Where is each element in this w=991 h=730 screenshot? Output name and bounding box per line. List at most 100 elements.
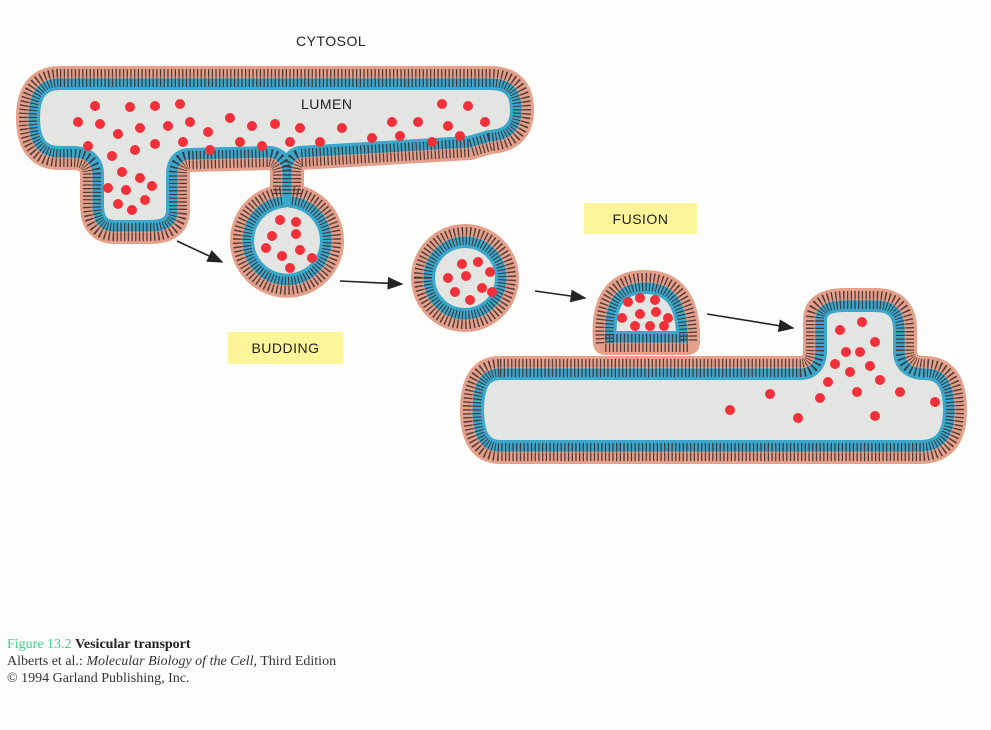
cargo-molecule [178,137,188,147]
cargo-molecule [295,123,305,133]
figure-title: Vesicular transport [75,637,191,652]
cargo-molecule [450,287,460,297]
donor-compartment-membrane [16,66,534,298]
cargo-molecule [307,253,317,263]
cargo-molecule [630,321,640,331]
cargo-molecule [443,273,453,283]
cargo-molecule [463,101,473,111]
cargo-molecule [465,295,475,305]
arrow-to-vesicle [339,276,404,290]
cargo-molecule [107,151,117,161]
cargo-molecule [315,137,325,147]
cargo-molecule [147,181,157,191]
cargo-molecule [865,361,875,371]
cargo-molecule [275,215,285,225]
arrow-to-fusion [706,313,795,333]
cargo-molecule [487,287,497,297]
cargo-molecule [130,145,140,155]
cargo-molecule [835,325,845,335]
arrow-to-docking [534,289,587,303]
cargo-molecule [205,145,215,155]
cargo-molecule [90,101,100,111]
cargo-molecule [841,347,851,357]
cargo-molecule [285,263,295,273]
cargo-molecule [870,411,880,421]
cargo-molecule [291,217,301,227]
cargo-molecule [663,313,673,323]
cargo-molecule [635,293,645,303]
cargo-molecule [793,413,803,423]
cargo-molecule [473,257,483,267]
cargo-molecule [135,123,145,133]
cargo-molecule [461,271,471,281]
cargo-molecule [125,102,135,112]
edition: Third Edition [257,654,337,669]
cargo-molecule [855,347,865,357]
cargo-molecule [930,397,940,407]
cargo-molecule [225,113,235,123]
cargo-molecule [113,199,123,209]
cargo-molecule [113,129,123,139]
lumen-label: LUMEN [301,96,353,112]
figure-number: Figure 13.2 [7,637,72,652]
cargo-molecule [443,121,453,131]
cargo-molecule [235,137,245,147]
cargo-molecule [185,117,195,127]
cargo-molecule [617,313,627,323]
cargo-molecule [73,117,83,127]
cargo-molecule [623,297,633,307]
cargo-molecule [270,119,280,129]
docking-vesicle-membrane [592,270,701,355]
cargo-molecule [845,367,855,377]
cargo-molecule [103,183,113,193]
cargo-molecule [815,393,825,403]
cargo-molecule [121,185,131,195]
cargo-molecule [83,141,93,151]
cargo-molecule [127,205,137,215]
cargo-molecule [140,195,150,205]
cargo-molecule [427,137,437,147]
budding-label: BUDDING [228,332,343,364]
cargo-molecule [823,377,833,387]
cargo-molecule [150,101,160,111]
cargo-molecule [291,229,301,239]
fusion-label: FUSION [584,203,697,234]
cargo-molecule [437,99,447,109]
cargo-molecule [765,389,775,399]
cargo-molecule [257,141,267,151]
book-title: Molecular Biology of the Cell, [86,654,257,669]
cargo-molecule [725,405,735,415]
arrow-to-budding [176,240,224,263]
cargo-molecule [480,117,490,127]
cargo-molecule [852,387,862,397]
cargo-molecule [261,243,271,253]
cytosol-label: CYTOSOL [296,33,367,49]
cargo-molecule [857,317,867,327]
cargo-molecule [650,295,660,305]
cargo-molecule [277,251,287,261]
cargo-molecule [367,133,377,143]
cargo-molecule [135,173,145,183]
cargo-molecule [635,309,645,319]
cargo-molecule [337,123,347,133]
cargo-molecule [651,307,661,317]
source-prefix: Alberts et al.: [7,654,87,669]
cargo-molecule [413,117,423,127]
cargo-molecule [457,259,467,269]
cargo-molecule [203,127,213,137]
cargo-molecule [485,267,495,277]
cargo-molecule [395,131,405,141]
cargo-molecule [477,283,487,293]
cargo-molecule [830,359,840,369]
cargo-molecule [285,137,295,147]
cargo-molecule [163,121,173,131]
cargo-molecule [895,387,905,397]
cargo-molecule [659,321,669,331]
cargo-molecule [295,245,305,255]
cargo-molecule [875,375,885,385]
cargo-molecule [455,131,465,141]
cargo-molecule [150,139,160,149]
figure-caption: Figure 13.2 Vesicular transport Alberts … [7,636,336,687]
cargo-molecule [95,119,105,129]
